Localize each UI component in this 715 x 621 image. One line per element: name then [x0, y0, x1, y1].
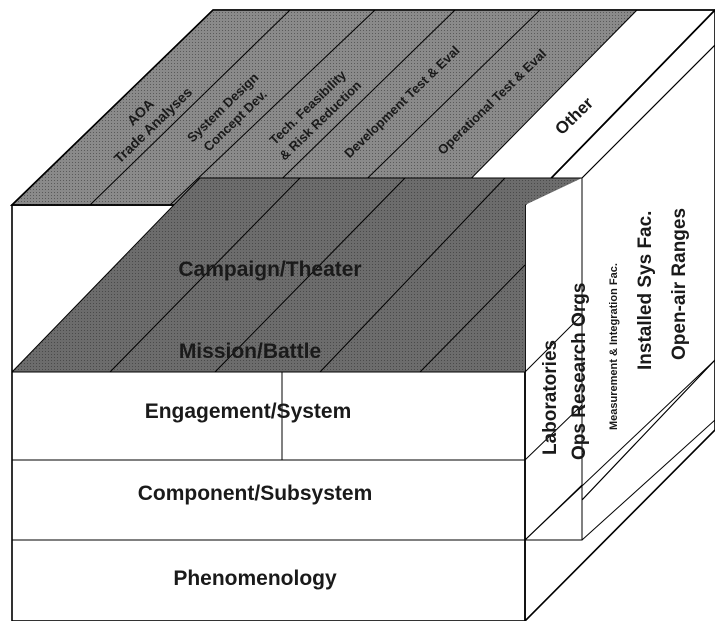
- campaign-mission-region: [12, 178, 525, 372]
- top-label-other: Other: [551, 93, 597, 138]
- label-mission-battle: Mission/Battle: [179, 340, 321, 363]
- label-phenomenology: Phenomenology: [173, 567, 337, 590]
- inner-block-front: [11, 371, 526, 541]
- label-open-air: Open-air Ranges: [669, 208, 690, 360]
- label-measurement: Measurement & Integration Fac.: [608, 263, 620, 430]
- label-component-subsystem: Component/Subsystem: [138, 482, 373, 505]
- top-face-shaded: [12, 10, 637, 205]
- label-ops-research: Ops Research Orgs: [569, 283, 590, 460]
- label-installed: Installed Sys Fac.: [635, 211, 656, 370]
- label-engagement-system: Engagement/System: [145, 400, 352, 423]
- label-campaign-theater: Campaign/Theater: [178, 258, 361, 281]
- label-laboratories: Laboratories: [540, 340, 561, 455]
